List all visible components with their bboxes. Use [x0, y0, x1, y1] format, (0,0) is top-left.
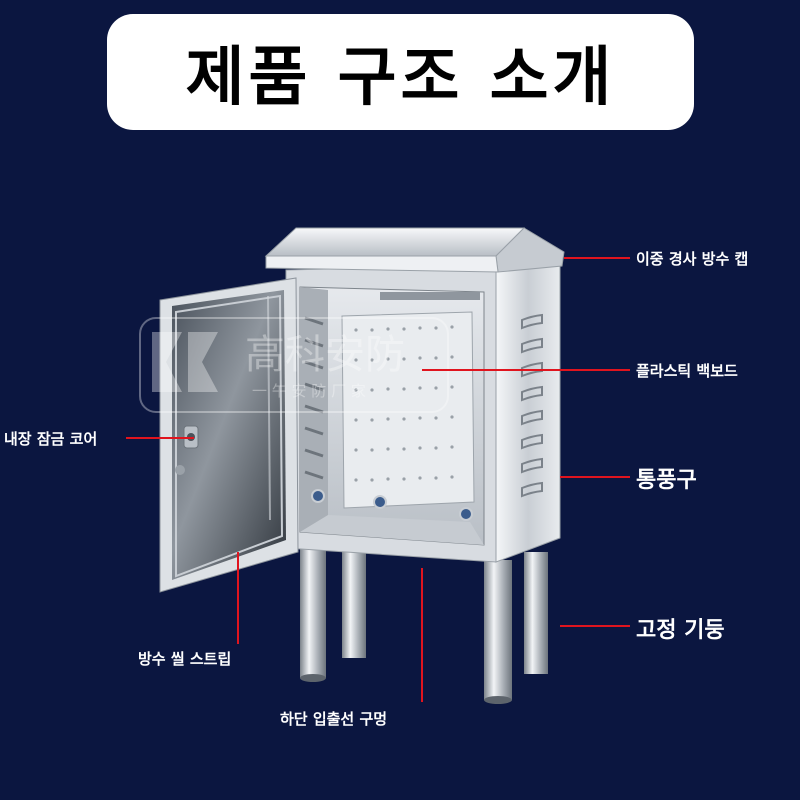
label-lock-core: 내장 잠금 코어: [4, 430, 98, 448]
label-rain-cap: 이중 경사 방수 캡: [636, 250, 749, 268]
watermark-tagline: 一 午 安 防 厂 家: [252, 382, 366, 400]
label-plastic-backboard: 플라스틱 백보드: [636, 362, 738, 380]
label-bottom-cable-hole: 하단 입출선 구멍: [280, 710, 388, 728]
open-door: [159, 277, 299, 593]
double-slope-rain-cap: [264, 227, 565, 273]
interior-vent-slots: [304, 316, 324, 480]
title-banner: 제품 구조 소개: [107, 14, 694, 130]
watermark-brand: 高科安防: [245, 332, 405, 378]
brand-watermark: 高科安防 一 午 安 防 厂 家: [139, 317, 449, 413]
leader-lines: [126, 257, 630, 702]
brand-logo-icon: [152, 332, 218, 392]
label-vent: 통풍구: [636, 468, 697, 493]
label-seal-strip: 방수 씰 스트립: [138, 650, 232, 668]
fixed-legs: [300, 548, 548, 704]
plastic-backboard: [311, 311, 475, 521]
page-title: 제품 구조 소개: [185, 41, 616, 115]
label-fixed-legs: 고정 기둥: [636, 618, 725, 643]
